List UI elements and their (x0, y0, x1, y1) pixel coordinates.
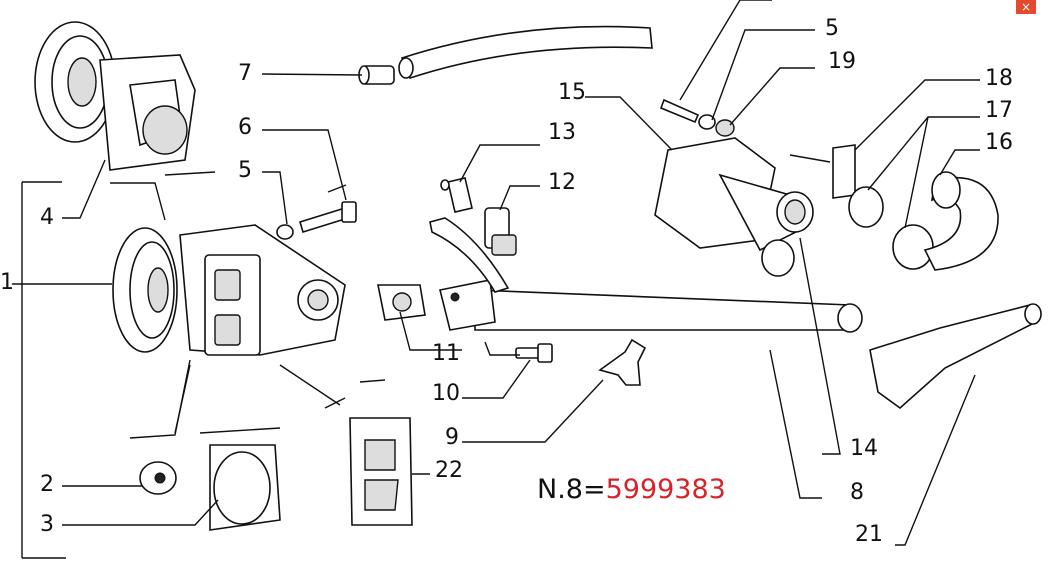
coolant-pipe-8 (439, 279, 863, 333)
sensor-13 (440, 177, 473, 213)
small-hose (429, 217, 510, 293)
water-pump-assembly-4 (34, 21, 196, 171)
callout-12: 12 (548, 170, 576, 195)
callout-2: 2 (40, 472, 54, 497)
bolt-6 (276, 184, 357, 240)
callout-8: 8 (850, 480, 864, 505)
outlet-pipe-21 (869, 303, 1042, 410)
callout-11: 11 (432, 341, 460, 366)
wing-bolt-9 (598, 338, 647, 386)
callout-6: 6 (238, 115, 252, 140)
gasket-3 (209, 444, 281, 531)
water-pump-body-1 (112, 224, 346, 356)
callout-15: 15 (558, 80, 586, 105)
callout-16: 16 (985, 130, 1013, 155)
callout-1: 1 (0, 270, 14, 295)
callout-21: 21 (855, 522, 883, 547)
part-number-prefix: N.8= (537, 474, 606, 505)
screw-10 (515, 343, 553, 363)
impeller-2 (139, 461, 177, 495)
callout-13: 13 (548, 120, 576, 145)
part-number-label: N.8=5999383 (537, 474, 726, 505)
elbow-hose-16 (923, 171, 999, 271)
close-icon[interactable]: × (1016, 0, 1036, 14)
leader-lines (12, 0, 980, 559)
thermostat-housing-15 (654, 137, 814, 277)
callout-17: 17 (985, 98, 1013, 123)
gasket-11 (377, 284, 426, 321)
callout-19: 19 (828, 49, 856, 74)
gasket-22 (349, 417, 413, 526)
callout-5b: 5 (825, 16, 839, 41)
callout-22: 22 (435, 458, 463, 483)
callout-9: 9 (445, 425, 459, 450)
clamp-17 (848, 186, 934, 270)
callout-14: 14 (850, 436, 878, 461)
callout-4: 4 (40, 205, 54, 230)
stud-nut-set (659, 98, 735, 137)
coolant-hose-top (398, 25, 653, 79)
bracket-18 (832, 144, 856, 199)
part-number-code: 5999383 (605, 474, 726, 505)
callout-18: 18 (985, 66, 1013, 91)
callout-5a: 5 (238, 158, 252, 183)
hose-fitting-7 (358, 65, 395, 85)
callout-3: 3 (40, 512, 54, 537)
callout-7: 7 (238, 61, 252, 86)
callout-10: 10 (432, 381, 460, 406)
sensor-12 (484, 207, 517, 256)
